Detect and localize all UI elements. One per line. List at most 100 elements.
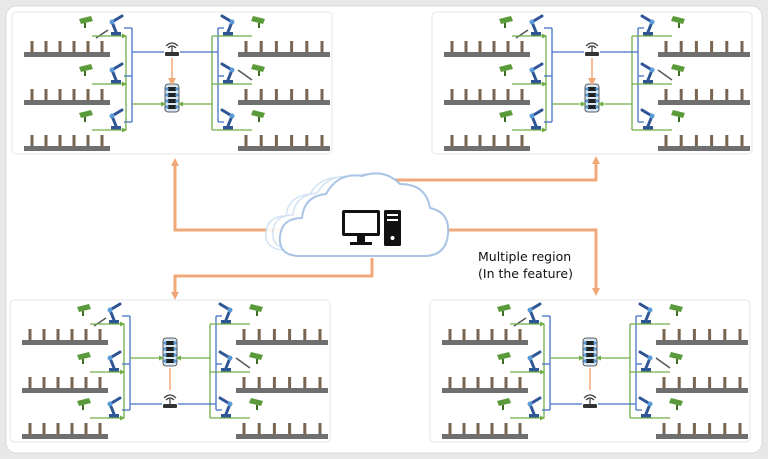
region-top-right: [431, 11, 753, 155]
product-post: [476, 377, 480, 388]
product-post: [303, 329, 307, 340]
product-post: [506, 41, 510, 52]
robot-arm-icon: [529, 14, 544, 36]
product-post: [723, 423, 727, 434]
product-post: [490, 423, 494, 434]
product-post: [58, 89, 62, 100]
product-post: [725, 135, 729, 146]
camera-icon: [249, 352, 263, 364]
product-post: [274, 135, 278, 146]
product-post: [708, 329, 712, 340]
product-post: [490, 377, 494, 388]
product-post: [259, 135, 263, 146]
camera-icon: [79, 64, 93, 76]
product-post: [694, 135, 698, 146]
robot-arm-icon: [109, 62, 124, 84]
product-post: [476, 423, 480, 434]
product-post: [448, 423, 452, 434]
conveyor: [444, 100, 530, 105]
product-post: [70, 329, 74, 340]
product-post: [694, 41, 698, 52]
product-post: [318, 377, 322, 388]
product-post: [28, 423, 32, 434]
robot-arm-icon: [107, 302, 122, 324]
camera-icon: [251, 110, 265, 122]
product-post: [272, 329, 276, 340]
product-post: [288, 423, 292, 434]
robot-arm-icon: [218, 350, 233, 372]
region-bottom-right: [429, 299, 751, 443]
conveyor: [22, 434, 108, 439]
robot-arm-icon: [109, 14, 124, 36]
product-post: [305, 89, 309, 100]
robot-arm-icon: [640, 62, 655, 84]
caption-line-1: Multiple region: [478, 249, 572, 264]
link-to-bottom-left: [171, 258, 374, 300]
product-post: [44, 41, 48, 52]
conveyor: [656, 340, 748, 345]
region-panel: [11, 11, 333, 155]
product-post: [490, 329, 494, 340]
product-post: [679, 41, 683, 52]
product-post: [677, 423, 681, 434]
product-post: [464, 41, 468, 52]
product-post: [84, 423, 88, 434]
product-post: [318, 329, 322, 340]
product-post: [708, 377, 712, 388]
camera-icon: [251, 64, 265, 76]
product-post: [677, 377, 681, 388]
product-post: [664, 135, 668, 146]
robot-arm-icon: [640, 14, 655, 36]
product-post: [44, 89, 48, 100]
wifi-router-icon: [583, 394, 597, 408]
conveyor: [22, 340, 108, 345]
product-post: [290, 41, 294, 52]
product-post: [98, 423, 102, 434]
product-post: [72, 41, 76, 52]
conveyor: [24, 100, 110, 105]
robot-arm-icon: [107, 350, 122, 372]
product-post: [244, 135, 248, 146]
product-post: [692, 329, 696, 340]
product-post: [710, 89, 714, 100]
robot-arm-icon: [527, 350, 542, 372]
product-post: [492, 41, 496, 52]
product-post: [242, 423, 246, 434]
product-post: [42, 329, 46, 340]
product-post: [257, 377, 261, 388]
robot-arm-icon: [220, 14, 235, 36]
camera-icon: [497, 398, 511, 410]
wifi-router-icon: [585, 42, 599, 56]
product-post: [259, 89, 263, 100]
camera-icon: [249, 398, 263, 410]
robot-arm-icon: [218, 396, 233, 418]
product-post: [708, 423, 712, 434]
camera-icon: [499, 16, 513, 28]
product-post: [58, 135, 62, 146]
conveyor: [236, 340, 328, 345]
robot-arm-icon: [638, 396, 653, 418]
product-post: [694, 89, 698, 100]
conveyor: [658, 146, 750, 151]
robot-arm-icon: [529, 108, 544, 130]
product-post: [259, 41, 263, 52]
camera-icon: [497, 304, 511, 316]
robot-arm-icon: [638, 302, 653, 324]
camera-icon: [669, 304, 683, 316]
edge-gateway-icon: [164, 83, 180, 113]
product-post: [518, 423, 522, 434]
product-post: [710, 41, 714, 52]
product-post: [274, 41, 278, 52]
product-post: [305, 135, 309, 146]
product-post: [464, 135, 468, 146]
product-post: [464, 89, 468, 100]
product-post: [320, 41, 324, 52]
camera-icon: [249, 304, 263, 316]
conveyor: [22, 388, 108, 393]
product-post: [738, 377, 742, 388]
product-post: [320, 89, 324, 100]
product-post: [42, 423, 46, 434]
camera-icon: [669, 398, 683, 410]
product-post: [506, 89, 510, 100]
